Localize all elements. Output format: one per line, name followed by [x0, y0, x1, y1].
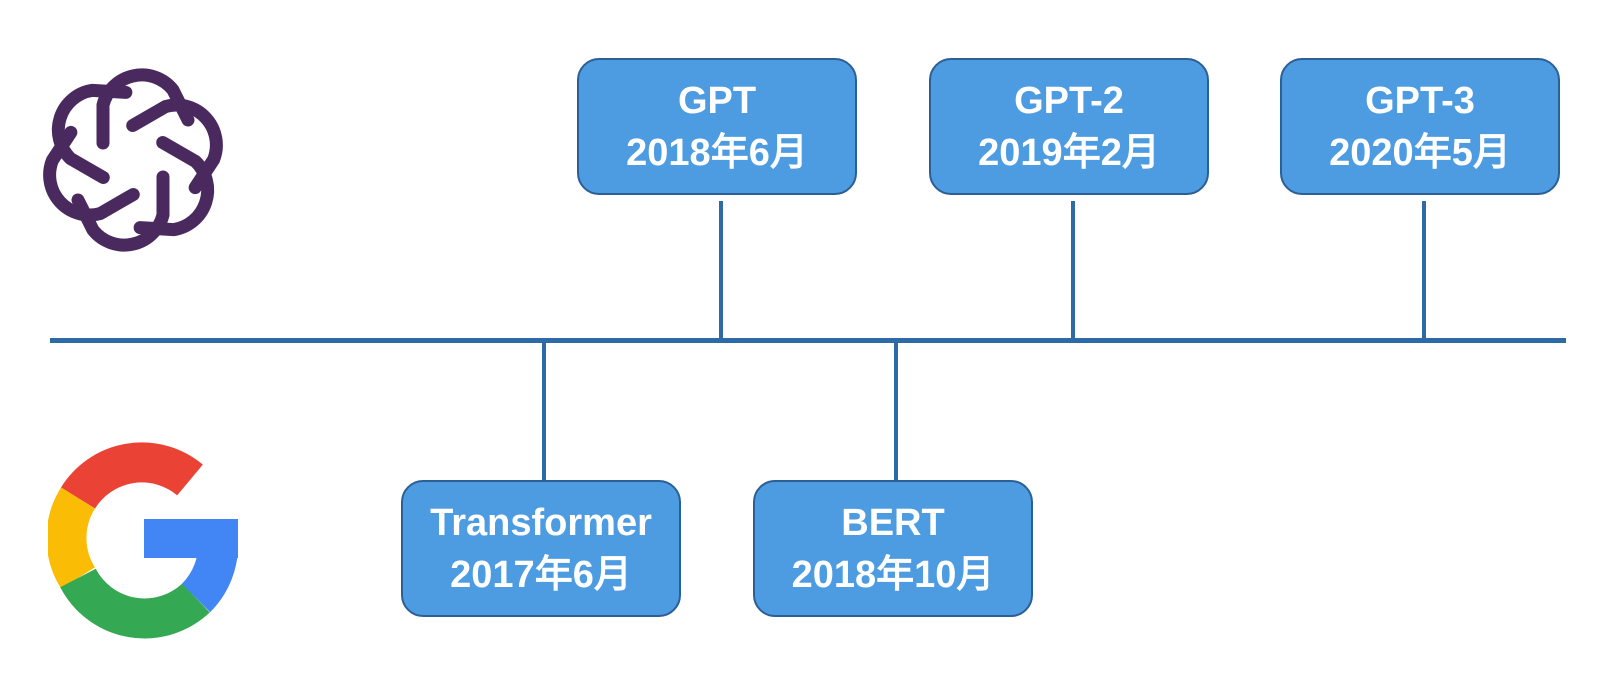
- gpt3-connector: [1422, 201, 1426, 339]
- event-card-transformer: Transformer 2017年6月: [401, 480, 681, 617]
- event-card-gpt: GPT 2018年6月: [577, 58, 857, 195]
- event-name: GPT: [677, 79, 757, 122]
- gpt-connector: [719, 201, 723, 339]
- event-card-gpt3: GPT-3 2020年5月: [1280, 58, 1560, 195]
- event-date: 2019年2月: [978, 131, 1160, 174]
- event-name: GPT-2: [1014, 79, 1124, 122]
- event-card-bert: BERT 2018年10月: [753, 480, 1033, 617]
- gpt2-connector: [1071, 201, 1075, 339]
- transformer-connector: [542, 342, 546, 482]
- event-date: 2018年10月: [791, 553, 995, 596]
- event-date: 2017年6月: [450, 553, 632, 596]
- event-date: 2018年6月: [626, 131, 808, 174]
- event-card-gpt2: GPT-2 2019年2月: [929, 58, 1209, 195]
- bert-connector: [894, 342, 898, 482]
- google-logo-icon: [48, 442, 238, 639]
- event-name: Transformer: [430, 501, 652, 544]
- event-name: GPT-3: [1365, 79, 1475, 122]
- event-date: 2020年5月: [1329, 131, 1511, 174]
- event-name: BERT: [841, 501, 945, 544]
- timeline-axis: [50, 338, 1566, 343]
- openai-logo-icon: [28, 55, 238, 265]
